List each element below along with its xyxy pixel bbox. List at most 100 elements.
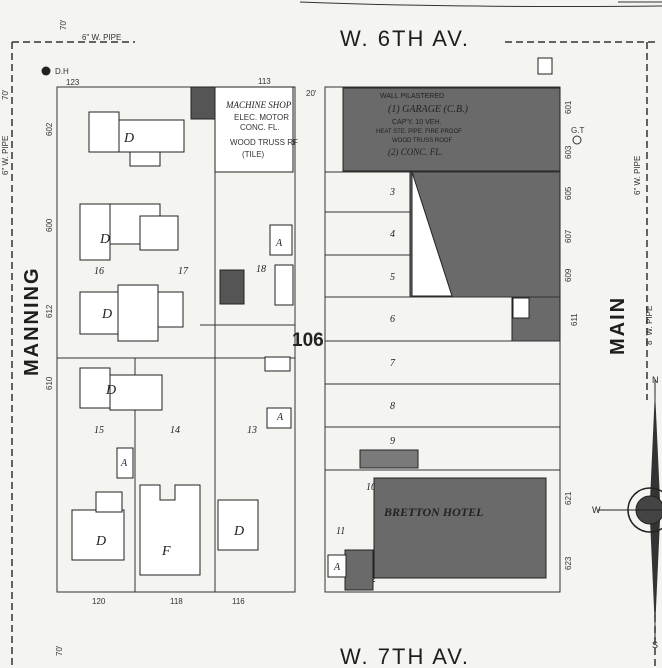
garage-line-3: WOOD TRUSS ROOF bbox=[392, 138, 453, 144]
address-612: 612 bbox=[45, 304, 54, 318]
street-left: MANNING bbox=[21, 266, 43, 376]
svg-text:D: D bbox=[123, 131, 134, 146]
west-block bbox=[56, 86, 296, 593]
lot-5: 5 bbox=[390, 272, 395, 283]
flat-118: F bbox=[139, 484, 201, 576]
address-123: 123 bbox=[66, 78, 80, 87]
address-120: 120 bbox=[92, 597, 106, 606]
garage-rear-shed bbox=[512, 297, 530, 319]
compass-west: W bbox=[592, 505, 601, 515]
garage-title: (1) GARAGE (C.B.) bbox=[388, 104, 469, 115]
lot-11: 11 bbox=[336, 526, 345, 537]
lot-17: 17 bbox=[178, 266, 189, 277]
pipe-label-right-lower: 8" W. PIPE bbox=[645, 306, 654, 345]
garage-open-area bbox=[411, 171, 453, 297]
svg-text:D: D bbox=[233, 524, 244, 539]
compass-north: N bbox=[652, 375, 659, 385]
hotel-annex bbox=[344, 549, 374, 591]
svg-text:A: A bbox=[333, 562, 341, 573]
machine-shop-line-2: CONC. FL. bbox=[240, 123, 280, 132]
map-border-arc bbox=[299, 1, 662, 7]
compass-south: S bbox=[652, 640, 658, 650]
address-118: 118 bbox=[170, 597, 183, 606]
garage-line-4: (2) CONC. FL. bbox=[388, 147, 443, 157]
dwelling-612: D bbox=[79, 284, 184, 342]
lot-7: 7 bbox=[390, 358, 396, 369]
street-right: MAIN bbox=[607, 296, 629, 355]
dwelling-610: D bbox=[79, 367, 163, 411]
address-623: 623 bbox=[564, 556, 573, 570]
auto-shed-12: A bbox=[327, 554, 347, 578]
svg-text:F: F bbox=[161, 544, 171, 559]
map-key-box bbox=[537, 57, 553, 75]
svg-text:D: D bbox=[101, 307, 112, 322]
svg-text:D: D bbox=[105, 383, 116, 398]
machine-shop-line-1: ELEC. MOTOR bbox=[234, 113, 289, 122]
lot-8: 8 bbox=[390, 401, 395, 412]
lot-6: 6 bbox=[390, 314, 395, 325]
svg-text:D: D bbox=[95, 534, 106, 549]
street-width-bottom: 70' bbox=[55, 645, 64, 656]
shed-13-top bbox=[264, 356, 291, 372]
address-116: 116 bbox=[232, 597, 245, 606]
address-611: 611 bbox=[570, 313, 579, 326]
address-602: 602 bbox=[45, 122, 54, 136]
garage-building bbox=[342, 87, 561, 172]
garage-note: WALL PILASTERED bbox=[380, 93, 444, 100]
hydrant-label: D.H bbox=[55, 67, 69, 76]
lot-13: 13 bbox=[247, 425, 257, 436]
address-609: 609 bbox=[564, 268, 573, 282]
address-603: 603 bbox=[564, 145, 573, 159]
machine-shop-line-4: (TILE) bbox=[242, 150, 265, 159]
machine-shop-line-3: WOOD TRUSS RF bbox=[230, 138, 298, 147]
address-605: 605 bbox=[564, 186, 573, 200]
street-bottom: W. 7TH AV. bbox=[340, 644, 470, 668]
address-601: 601 bbox=[564, 100, 573, 114]
auto-shed-14: A bbox=[116, 447, 134, 479]
gas-tank-label: G.T bbox=[571, 126, 584, 135]
street-width-top: 70' bbox=[59, 19, 68, 30]
lot-9: 9 bbox=[390, 436, 395, 447]
street-width-block: 20' bbox=[306, 89, 317, 98]
svg-text:A: A bbox=[275, 238, 283, 249]
brick-building bbox=[190, 86, 216, 120]
street-width-left: 70' bbox=[1, 89, 10, 100]
dwelling-600: D bbox=[79, 203, 179, 261]
address-113: 113 bbox=[258, 77, 271, 86]
address-610: 610 bbox=[45, 376, 54, 390]
garage-line-1: CAP'Y. 10 VEH. bbox=[392, 119, 442, 126]
address-621: 621 bbox=[564, 491, 573, 505]
auto-shed-brick bbox=[219, 269, 245, 305]
lot-9-building bbox=[359, 449, 419, 469]
svg-text:A: A bbox=[120, 458, 128, 469]
street-top-w: W. 6TH AV. bbox=[340, 26, 470, 51]
lot-10: 10 bbox=[366, 482, 376, 493]
pipe-label-left: 6" W. PIPE bbox=[1, 136, 10, 175]
lot-4: 4 bbox=[390, 229, 395, 240]
dwelling-120: D bbox=[71, 491, 125, 561]
svg-text:A: A bbox=[276, 412, 284, 423]
svg-text:D: D bbox=[99, 232, 110, 247]
dwelling-116: D bbox=[217, 499, 259, 551]
dwelling-602: D bbox=[88, 111, 185, 167]
shed-18 bbox=[274, 264, 294, 306]
pipe-label-top: 6" W. PIPE bbox=[82, 33, 121, 42]
machine-shop-title: MACHINE SHOP bbox=[225, 100, 292, 110]
hotel-building bbox=[373, 477, 547, 579]
compass-rose-icon: N S W bbox=[592, 375, 662, 650]
machine-shop-building bbox=[214, 86, 294, 173]
address-607: 607 bbox=[564, 229, 573, 243]
garage-line-2: HEAT STE. PIPE. FIRE PROOF bbox=[376, 129, 462, 135]
lot-15: 15 bbox=[94, 425, 104, 436]
auto-shed-18: A bbox=[269, 224, 293, 256]
address-600: 600 bbox=[45, 218, 54, 232]
lot-16: 16 bbox=[94, 266, 104, 277]
block-number: 106 bbox=[292, 330, 324, 351]
hotel-name: BRETTON HOTEL bbox=[383, 505, 483, 519]
lot-3: 3 bbox=[389, 187, 395, 198]
auto-shed-13: A bbox=[266, 407, 292, 429]
lot-18: 18 bbox=[256, 264, 266, 275]
lot-14: 14 bbox=[170, 425, 180, 436]
hydrant-icon bbox=[41, 66, 51, 76]
